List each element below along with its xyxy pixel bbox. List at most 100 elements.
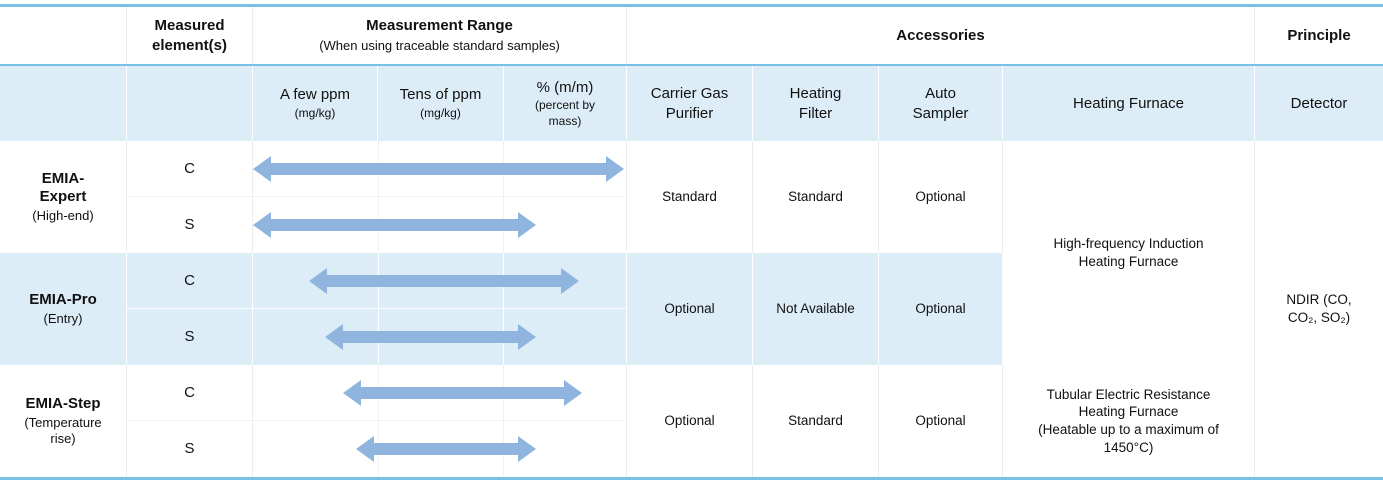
- cell-value: Optional: [664, 413, 715, 429]
- step-heating-filter: Standard: [753, 365, 879, 477]
- carrier-gas-purifier-label: Carrier Gas Purifier: [650, 85, 729, 122]
- range-arrow-step-s: [356, 436, 536, 462]
- subheader-auto-sampler: Auto Sampler: [879, 66, 1003, 141]
- step-auto-sampler: Optional: [879, 365, 1003, 477]
- header-principle-label: Principle: [1287, 26, 1351, 44]
- product-name-pro: EMIA-Pro: [29, 291, 97, 308]
- percent-label: % (m/m): [536, 78, 594, 96]
- element-label: C: [184, 159, 195, 177]
- cell-value: High-frequency Induction Heating Furnace: [1053, 236, 1204, 269]
- element-label: C: [184, 271, 195, 289]
- cell-value: Standard: [788, 189, 843, 205]
- table-grid: Measured element(s) Measurement Range (W…: [0, 7, 1383, 477]
- subheader-empty-element: [127, 66, 253, 141]
- product-subtitle-pro: (Entry): [43, 310, 83, 326]
- few-ppm-label: A few ppm: [279, 86, 351, 104]
- subheader-percent: % (m/m) (percent by mass): [504, 66, 627, 141]
- cell-value: NDIR (CO, CO₂, SO₂): [1286, 292, 1352, 325]
- range-cell-pro-s: [253, 309, 627, 365]
- header-measured-elements-label: Measured element(s): [151, 17, 228, 54]
- tens-ppm-unit: (mg/kg): [420, 105, 461, 120]
- range-arrow-pro-c: [309, 268, 579, 294]
- percent-unit: (percent by mass): [534, 98, 596, 128]
- cell-value: Standard: [662, 189, 717, 205]
- bottom-margin: [0, 480, 1383, 484]
- cell-value: Optional: [915, 413, 966, 429]
- range-cell-expert-s: [253, 197, 627, 253]
- element-step-s: S: [127, 421, 253, 477]
- product-name-expert: EMIA-Expert: [39, 169, 87, 206]
- element-pro-c: C: [127, 253, 253, 309]
- arrow-shaft: [338, 331, 523, 343]
- cell-value: Optional: [915, 301, 966, 317]
- header-measured-elements: Measured element(s): [127, 7, 253, 64]
- arrow-shaft: [356, 386, 568, 399]
- cell-value: Tubular Electric Resistance Heating Furn…: [1038, 386, 1219, 455]
- product-emia-pro: EMIA-Pro (Entry): [0, 253, 127, 365]
- detector-cell: NDIR (CO, CO₂, SO₂): [1255, 141, 1383, 477]
- element-label: S: [184, 216, 195, 234]
- subheader-heating-filter: Heating Filter: [753, 66, 879, 141]
- header-accessories: Accessories: [627, 7, 1255, 64]
- element-step-c: C: [127, 365, 253, 421]
- bottom-border-line: [0, 477, 1383, 480]
- range-cell-step-c: [253, 365, 627, 421]
- arrow-shaft: [267, 162, 611, 175]
- header-divider-line: [0, 64, 1383, 66]
- expert-heating-filter: Standard: [753, 141, 879, 253]
- arrow-shaft: [322, 274, 565, 287]
- cell-value: Not Available: [776, 301, 855, 317]
- product-subtitle-step: (Temperature rise): [24, 414, 102, 446]
- header-principle: Principle: [1255, 7, 1383, 64]
- element-label: S: [184, 440, 195, 458]
- arrow-shaft: [370, 443, 523, 455]
- few-ppm-unit: (mg/kg): [294, 105, 336, 120]
- arrow-shaft: [267, 219, 523, 231]
- header-empty-corner: [0, 7, 127, 64]
- step-carrier-gas-purifier: Optional: [627, 365, 753, 477]
- subheader-tens-ppm: Tens of ppm (mg/kg): [378, 66, 504, 141]
- range-arrow-expert-s: [253, 212, 536, 238]
- range-arrow-expert-c: [253, 156, 624, 182]
- pro-carrier-gas-purifier: Optional: [627, 253, 753, 365]
- expert-auto-sampler: Optional: [879, 141, 1003, 253]
- element-label: C: [184, 383, 195, 401]
- heating-filter-label: Heating Filter: [789, 85, 842, 122]
- range-arrow-pro-s: [325, 324, 536, 350]
- tens-ppm-label: Tens of ppm: [399, 86, 482, 104]
- element-pro-s: S: [127, 309, 253, 365]
- pro-auto-sampler: Optional: [879, 253, 1003, 365]
- heating-furnace-label: Heating Furnace: [1073, 94, 1184, 112]
- product-subtitle-expert: (High-end): [32, 208, 94, 224]
- detector-label: Detector: [1290, 94, 1348, 112]
- header-measurement-range: Measurement Range (When using traceable …: [253, 7, 627, 64]
- range-arrow-step-c: [343, 380, 582, 406]
- element-label: S: [184, 328, 195, 346]
- expert-carrier-gas-purifier: Standard: [627, 141, 753, 253]
- element-expert-c: C: [127, 141, 253, 197]
- range-cell-pro-c: [253, 253, 627, 309]
- measurement-range-subtitle: (When using traceable standard samples): [319, 37, 560, 53]
- cell-value: Standard: [788, 413, 843, 429]
- pro-heating-filter: Not Available: [753, 253, 879, 365]
- subheader-detector: Detector: [1255, 66, 1383, 141]
- cell-value: Optional: [664, 301, 715, 317]
- subheader-few-ppm: A few ppm (mg/kg): [253, 66, 378, 141]
- auto-sampler-label: Auto Sampler: [912, 85, 969, 122]
- measurement-range-title: Measurement Range: [366, 17, 513, 35]
- top-border-line: [0, 4, 1383, 7]
- range-cell-step-s: [253, 421, 627, 477]
- subheader-empty-product: [0, 66, 127, 141]
- subheader-heating-furnace: Heating Furnace: [1003, 66, 1255, 141]
- header-accessories-label: Accessories: [896, 26, 985, 44]
- furnace-expert-pro: High-frequency Induction Heating Furnace: [1003, 141, 1255, 365]
- furnace-step: Tubular Electric Resistance Heating Furn…: [1003, 365, 1255, 477]
- product-emia-step: EMIA-Step (Temperature rise): [0, 365, 127, 477]
- subheader-carrier-gas-purifier: Carrier Gas Purifier: [627, 66, 753, 141]
- range-cell-expert-c: [253, 141, 627, 197]
- product-name-step: EMIA-Step: [25, 394, 101, 412]
- element-expert-s: S: [127, 197, 253, 253]
- cell-value: Optional: [915, 189, 966, 205]
- top-margin: [0, 0, 1383, 4]
